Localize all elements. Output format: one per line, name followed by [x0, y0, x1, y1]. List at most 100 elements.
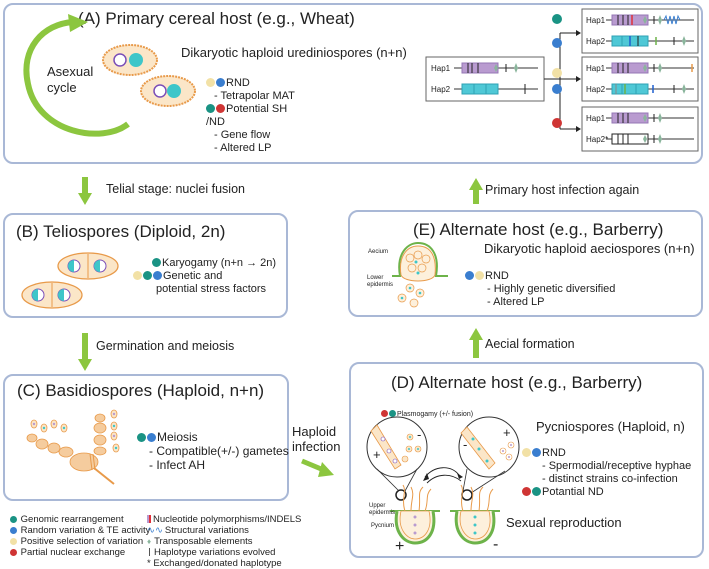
legend-symbols: Nucleotide polymorphisms/INDELS ∿∿Struct…: [147, 514, 301, 569]
flow-label-germination: Germination and meiosis: [96, 339, 235, 353]
note-karyogamy: Karyogamy (n+n → 2n): [133, 257, 276, 270]
genomic-rearrangement-dot-icon: [10, 516, 17, 523]
asexual-cycle-label: Asexual cycle: [47, 64, 93, 96]
legend-item-partial-exchange: Partial nuclear exchange: [10, 547, 150, 558]
legend-item-haplotype-variations: Haplotype variations evolved: [147, 547, 301, 558]
panel-b-notes: Karyogamy (n+n → 2n) Genetic and potenti…: [133, 257, 276, 296]
panel-e-subtitle: Dikaryotic haploid aeciospores (n+n): [484, 241, 695, 256]
svg-text:+: +: [373, 447, 381, 462]
partial-exchange-dot-icon: [552, 118, 562, 128]
note-rnd: RND: [206, 77, 295, 90]
note-meiosis: Meiosis: [137, 430, 289, 444]
legend-item-snp: Nucleotide polymorphisms/INDELS: [147, 514, 301, 525]
up-arrow-icon: [469, 178, 483, 204]
panel-b-title: (B) Teliospores (Diploid, 2n): [16, 222, 226, 241]
haplotype-original: Hap1 Hap2: [425, 56, 545, 102]
note-gene-flow: - Gene flow: [214, 129, 271, 141]
genomic-rearrangement-dot-icon: [152, 258, 161, 267]
note-spermodial: - Spermodial/receptive hyphae: [542, 460, 692, 472]
panel-a-subtitle: Dikaryotic haploid urediniospores (n+n): [181, 45, 407, 60]
legend-item-exchanged: * Exchanged/donated haplotype: [147, 558, 282, 569]
note-rnd: RND: [522, 447, 691, 460]
positive-selection-dot-icon: [475, 271, 484, 280]
aecium-icon: [392, 241, 448, 308]
panel-d-subtitle: Pycniospores (Haploid, n): [536, 419, 685, 434]
genomic-rearrangement-dot-icon: [532, 487, 541, 496]
panel-e-title: (E) Alternate host (e.g., Barberry): [413, 220, 664, 239]
teliospore-icon: [57, 252, 119, 280]
note-rnd: RND: [465, 270, 615, 283]
aecium-label: Aecium: [368, 249, 389, 255]
panel-d-notes: RND - Spermodial/receptive hyphae - dist…: [522, 447, 691, 499]
basidium-icon: [26, 409, 120, 485]
snp-bar-icon: [147, 515, 151, 523]
up-arrow-icon: [469, 328, 483, 358]
note-altered-lp: - Altered LP: [214, 142, 272, 154]
asexual-label-line1: Asexual: [47, 64, 94, 79]
urediniospore-icon: [140, 75, 196, 107]
panel-c-title: (C) Basidiospores (Haploid, n+n): [17, 381, 265, 400]
note-tetrapolar: - Tetrapolar MAT: [214, 90, 295, 102]
note-potential-sh: Potential SH: [206, 103, 295, 116]
note-genetic: Genetic and: [133, 270, 276, 283]
panel-a-notes: RND - Tetrapolar MAT Potential SH /ND - …: [206, 77, 295, 155]
positive-selection-dot-icon: [552, 68, 562, 78]
note-co-infection: - distinct strains co-infection: [542, 473, 678, 485]
legend-item-random-variation: Random variation & TE activity: [10, 525, 150, 536]
note-diversified: - Highly genetic diversified: [487, 283, 616, 295]
genomic-rearrangement-dot-icon: [137, 433, 146, 442]
partial-exchange-dot-icon: [216, 104, 225, 113]
random-variation-dot-icon: [147, 433, 156, 442]
panel-a-title: (A) Primary cereal host (e.g., Wheat): [78, 9, 355, 28]
flow-label-aecial: Aecial formation: [485, 337, 575, 351]
partial-exchange-dot-icon: [10, 549, 17, 556]
svg-text:+: +: [503, 425, 511, 440]
svg-text:-: -: [493, 536, 498, 553]
positive-selection-dot-icon: [522, 448, 531, 457]
pycnium-plus-icon: [390, 484, 440, 545]
random-variation-dot-icon: [532, 448, 541, 457]
note-altered-lp: - Altered LP: [487, 296, 545, 308]
note-infect-ah: - Infect AH: [149, 458, 206, 472]
svg-text:Hap2: Hap2: [586, 85, 606, 94]
asexual-label-line2: cycle: [47, 80, 77, 95]
legend-item-te: ♦Transposable elements: [147, 536, 253, 547]
panel-c-notes: Meiosis - Compatible(+/-) gametes - Infe…: [137, 430, 289, 472]
down-arrow-icon: [78, 177, 92, 205]
teliospore-icon: [21, 281, 83, 309]
random-variation-dot-icon: [465, 271, 474, 280]
hap2-label: Hap2: [431, 85, 451, 94]
positive-selection-dot-icon: [206, 78, 215, 87]
haplotype-outcome-3: Hap1 Hap2*: [581, 106, 699, 152]
panel-e-notes: RND - Highly genetic diversified - Alter…: [465, 270, 615, 309]
flow-label-primary-again: Primary host infection again: [485, 183, 640, 197]
zigzag-icon: ∿∿: [147, 525, 163, 536]
positive-selection-dot-icon: [10, 538, 17, 545]
haplotype-outcome-1: Hap1 Hap2: [581, 8, 699, 54]
genomic-rearrangement-dot-icon: [206, 104, 215, 113]
note-potential-nd: Potantial ND: [522, 486, 691, 499]
legend-item-structural: ∿∿Structural variations: [147, 525, 249, 536]
hap1-label: Hap1: [431, 64, 451, 73]
pycnium-label: Pycnium: [371, 523, 395, 529]
asexual-cycle-arrow-icon: [23, 14, 130, 137]
legend-colors: Genomic rearrangement Random variation &…: [10, 514, 150, 558]
random-variation-dot-icon: [552, 38, 562, 48]
random-variation-dot-icon: [10, 527, 17, 534]
genomic-rearrangement-dot-icon: [143, 271, 152, 280]
note-compatible-gametes: - Compatible(+/-) gametes: [149, 444, 289, 458]
svg-text:Hap1: Hap1: [586, 64, 606, 73]
note-stress: potential stress factors: [156, 283, 267, 295]
random-variation-dot-icon: [552, 84, 562, 94]
random-variation-dot-icon: [216, 78, 225, 87]
plasmogamy-note: Plasmogamy (+/- fusion): [381, 409, 473, 420]
svg-text:Hap1: Hap1: [586, 114, 606, 123]
haplotype-outcome-2: Hap1 Hap2: [581, 56, 699, 102]
svg-text:+: +: [395, 538, 404, 555]
panel-d-footer: Sexual reproduction: [506, 515, 622, 530]
partial-exchange-dot-icon: [522, 487, 531, 496]
legend-item-genomic-rearrangement: Genomic rearrangement: [10, 514, 150, 525]
genomic-rearrangement-dot-icon: [552, 14, 562, 24]
